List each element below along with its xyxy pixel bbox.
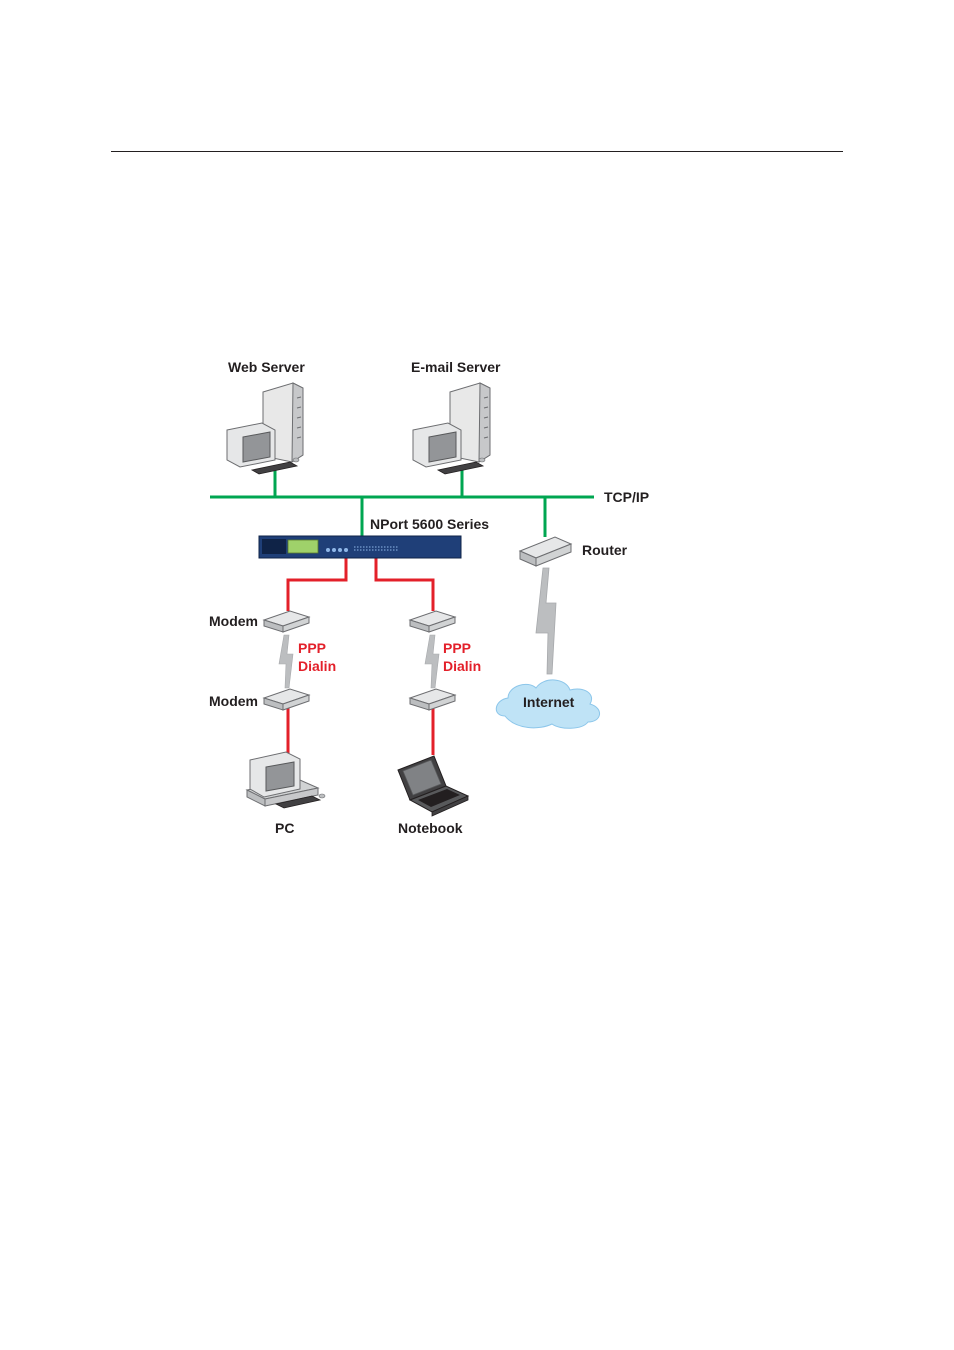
pc-icon — [245, 751, 326, 809]
label-modem-bottom: Modem — [209, 693, 258, 709]
modem-bottom-right-icon — [408, 688, 457, 711]
lightning-ppp-left — [278, 634, 294, 689]
label-router: Router — [582, 542, 628, 558]
notebook-icon — [397, 755, 470, 817]
label-ppp-right: PPP — [443, 640, 471, 656]
label-internet: Internet — [523, 694, 575, 710]
label-dialin-right: Dialin — [443, 658, 481, 674]
label-email-server: E-mail Server — [411, 359, 501, 375]
web-server-icon — [226, 382, 304, 475]
modem-bottom-left-icon — [262, 688, 311, 711]
label-ppp-left: PPP — [298, 640, 326, 656]
label-dialin-left: Dialin — [298, 658, 336, 674]
label-pc: PC — [275, 820, 294, 836]
nport-device-icon — [258, 535, 462, 559]
header-rule — [111, 151, 843, 152]
label-modem-top: Modem — [209, 613, 258, 629]
label-notebook: Notebook — [398, 820, 463, 836]
router-icon — [518, 536, 573, 567]
lightning-router-internet — [535, 567, 557, 675]
label-web-server: Web Server — [228, 359, 305, 375]
tcpip-network-lines — [210, 470, 594, 538]
label-nport: NPort 5600 Series — [370, 516, 489, 532]
modem-top-left-icon — [262, 610, 311, 633]
email-server-icon — [412, 382, 491, 475]
internet-cloud-icon — [495, 679, 600, 729]
lightning-ppp-right — [424, 634, 440, 689]
modem-top-right-icon — [408, 610, 457, 633]
serial-lines — [286, 557, 435, 757]
label-tcpip: TCP/IP — [604, 489, 649, 505]
